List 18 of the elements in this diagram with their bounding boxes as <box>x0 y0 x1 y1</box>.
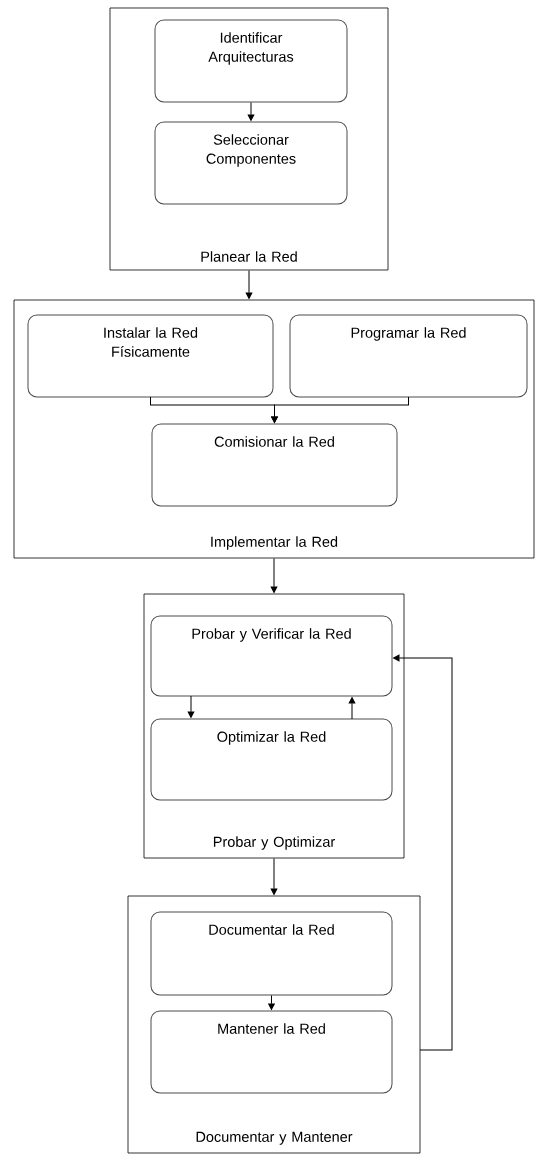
process-box: Mantener la Red <box>150 1010 393 1094</box>
process-box: Identificar Arquitecturas <box>154 19 348 103</box>
process-box: Probar y Verificar la Red <box>150 615 393 697</box>
process-box: Instalar la Red Físicamente <box>27 314 274 398</box>
process-box: Comisionar la Red <box>151 423 398 507</box>
process-box: Documentar la Red <box>150 911 393 996</box>
process-box: Programar la Red <box>289 314 528 398</box>
process-box: Optimizar la Red <box>150 718 393 801</box>
arrow <box>247 102 255 121</box>
arrow <box>245 269 253 299</box>
arrow <box>270 857 278 895</box>
process-box: Seleccionar Componentes <box>154 121 348 205</box>
arrow <box>270 557 278 593</box>
arrow <box>348 697 356 720</box>
arrow <box>393 654 453 1051</box>
arrow <box>268 995 275 1010</box>
arrow <box>271 396 409 423</box>
arrow <box>187 695 195 718</box>
